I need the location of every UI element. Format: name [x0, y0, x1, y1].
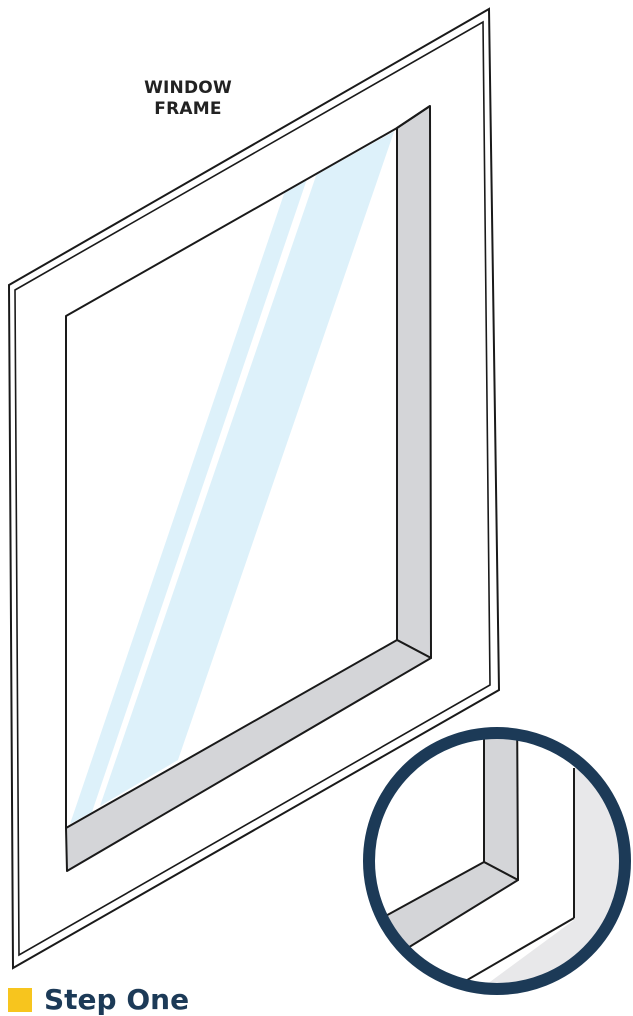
magnifier-ring [363, 727, 631, 995]
step-title: Step One [44, 983, 190, 1016]
window-opening-edge [65, 127, 398, 828]
glass-streak-narrow [70, 176, 308, 824]
window-frame-label-line2: FRAME [154, 99, 222, 119]
window-frame-label: WINDOW FRAME [118, 78, 258, 120]
step-marker-icon [8, 988, 32, 1012]
window-recess-bottom [65, 639, 432, 872]
glass-streak-wide [100, 128, 396, 806]
step-heading: Step One [8, 985, 189, 1015]
recess-top-edge [396, 105, 431, 129]
magnified-wall-bottom-edge [449, 917, 575, 989]
window-recess-right [396, 105, 432, 659]
outer-frame-inner-edge [14, 20, 491, 957]
glass-reflection [70, 128, 396, 824]
window-frame-label-line1: WINDOW [144, 78, 232, 98]
detail-magnifier [363, 727, 631, 995]
magnified-recess-side [483, 733, 519, 881]
